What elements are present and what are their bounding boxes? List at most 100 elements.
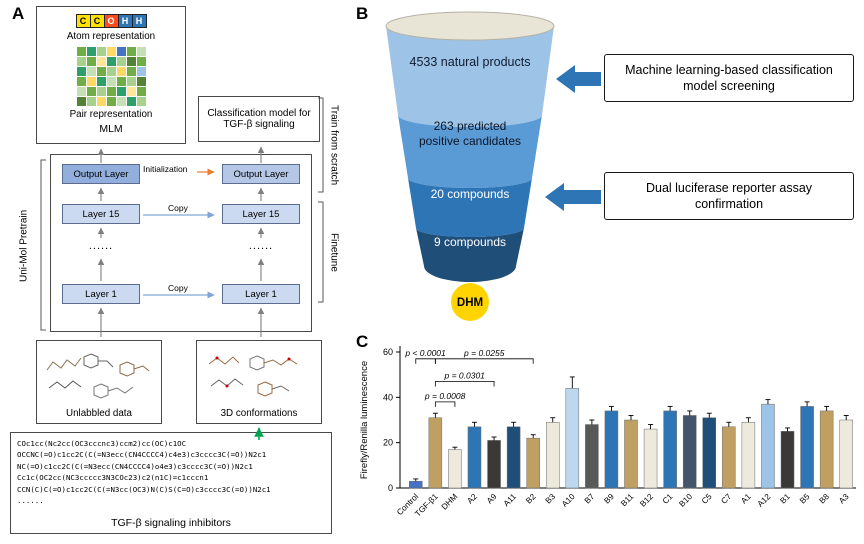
bar-C1 [663, 410, 677, 489]
panel-c-label: C [356, 332, 369, 351]
x-tick-A10: A10 [560, 492, 577, 509]
smiles-line: CCN(C)C(=O)c1cc2C(C(=N3cc(OC3)N(C)S(C=O)… [17, 484, 271, 494]
pair-grid [37, 47, 185, 106]
pair-cell [96, 87, 106, 96]
x-tick-B10: B10 [677, 492, 694, 509]
pretrain-layer-1: Layer 1 [62, 284, 140, 304]
funnel-rim [385, 11, 555, 41]
pair-cell [116, 57, 126, 66]
dhm-label: DHM [457, 297, 483, 309]
funnel-band-4 [416, 228, 524, 282]
significance-bracket [415, 358, 436, 364]
pair-cell [76, 97, 86, 106]
bar-B9 [604, 410, 619, 489]
finetune-dots: ...... [248, 240, 274, 252]
pair-cell [86, 47, 96, 56]
bar-B3 [545, 422, 560, 489]
x-tick-B11: B11 [619, 492, 636, 509]
x-tick-A3: A3 [837, 492, 851, 506]
significance-label: p = 0.0008 [424, 391, 466, 401]
pair-cell [116, 67, 126, 76]
pair-cell [126, 47, 136, 56]
pair-cell [116, 87, 126, 96]
significance-label: p = 0.0301 [443, 370, 485, 380]
bar-A12 [761, 403, 775, 489]
pair-cell [106, 67, 116, 76]
mlm-label: MLM [99, 123, 123, 135]
pair-cell [96, 97, 106, 106]
smiles-line: ...... [17, 496, 44, 506]
atom-cell-H: H [131, 14, 147, 28]
funnel-band-1-label: 4533 natural products [410, 55, 531, 69]
funnel-band-3 [408, 178, 532, 237]
funnel-band-4-label: 9 compounds [434, 235, 506, 249]
atom-cell-C: C [75, 14, 91, 28]
pair-cell [86, 67, 96, 76]
pair-cell [116, 77, 126, 86]
pair-cell [116, 97, 126, 106]
smiles-line: NC(=O)c1cc2C(C(=N3ecc(CN4CCCC4)o4e3)c3cc… [17, 461, 253, 471]
bar-A2 [467, 426, 482, 489]
significance-bracket [434, 381, 495, 387]
x-tick-A11: A11 [502, 492, 519, 509]
bar-C5 [702, 417, 717, 489]
finetune-output-layer: Output Layer [222, 164, 300, 184]
pair-cell [96, 67, 106, 76]
pair-cell [106, 87, 116, 96]
x-tick-B1: B1 [778, 492, 792, 506]
bar-B5 [800, 406, 814, 489]
pair-cell [126, 87, 136, 96]
molecule-3d-sketch [208, 355, 298, 397]
y-tick: 60 [383, 347, 393, 357]
significance-label: p = 0.0255 [463, 348, 505, 358]
pretrain-layer-15: Layer 15 [62, 204, 140, 224]
train-from-scratch-label: Train from scratch [328, 104, 340, 186]
bar-C7 [722, 426, 736, 489]
significance-label: p < 0.0001 [404, 348, 446, 358]
x-tick-A1: A1 [739, 492, 753, 506]
unlabeled-data-box: Unlabbled data [36, 340, 162, 424]
bar-A11 [506, 426, 521, 489]
pair-cell [86, 77, 96, 86]
y-tick: 40 [383, 392, 393, 402]
bar-Control [409, 480, 423, 489]
pair-cell [76, 67, 86, 76]
x-tick-C7: C7 [719, 492, 733, 506]
atom-cell-O: O [103, 14, 119, 28]
finetune-side-label: Finetune [328, 232, 340, 272]
pair-cell [76, 87, 86, 96]
pair-cell [136, 97, 146, 106]
pair-cell [106, 77, 116, 86]
x-tick-B8: B8 [818, 492, 832, 506]
initialization-label: Initialization [143, 164, 188, 174]
panel-a-label: A [12, 4, 25, 23]
significance-bracket [434, 401, 456, 407]
smiles-line: OCCNC(=O)c1cc2C(C(=N3ecc(CN4CCCC4)c4e3)c… [17, 450, 267, 460]
pair-cell [86, 57, 96, 66]
x-tick-B5: B5 [798, 492, 812, 506]
panel-b-label: B [356, 4, 369, 23]
atom-cell-C: C [89, 14, 105, 28]
atom-representation-label: Atom representation [66, 31, 156, 42]
pair-cell [106, 97, 116, 106]
pair-cell [106, 47, 116, 56]
x-tick-C1: C1 [661, 492, 675, 506]
pair-cell [116, 47, 126, 56]
pair-cell [86, 87, 96, 96]
pair-cell [126, 67, 136, 76]
molecule-sketch [46, 353, 150, 399]
bar-B1 [780, 431, 795, 489]
bar-B2 [526, 437, 540, 489]
y-axis-label: Firefly/Renilla luminescence [359, 361, 370, 479]
unlabeled-data-label: Unlabbled data [66, 408, 132, 419]
x-tick-A12: A12 [756, 492, 773, 509]
pair-cell [96, 77, 106, 86]
classification-model-box: Classification model for TGF-β signaling [198, 96, 320, 142]
layers-container [50, 154, 312, 332]
pair-cell [106, 57, 116, 66]
